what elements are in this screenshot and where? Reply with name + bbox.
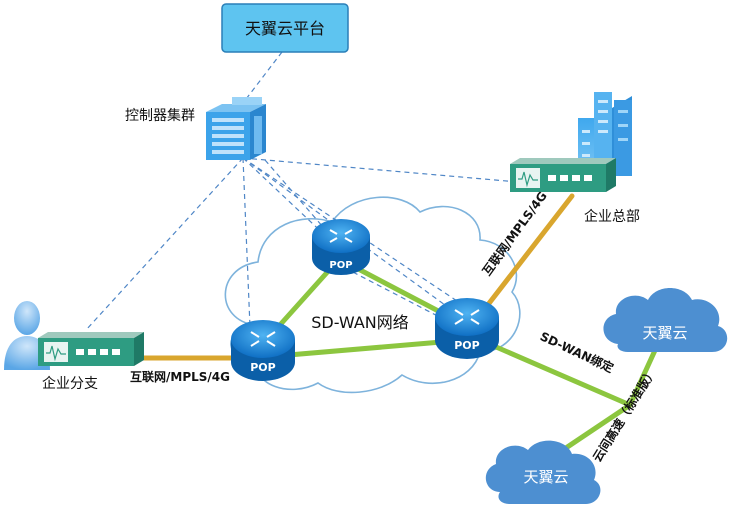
pop-top-router-icon: POP: [312, 219, 370, 275]
platform-label: 天翼云平台: [245, 19, 325, 38]
control-dashed-lines: [85, 51, 519, 331]
platform-box: 天翼云平台: [221, 3, 349, 53]
pop-right-label: POP: [454, 339, 479, 352]
tianyi-cloud-upper-label: 天翼云: [642, 324, 687, 342]
pop-left-label: POP: [250, 361, 275, 374]
server-rack-icon: [206, 97, 266, 160]
pop-right-router-icon: POP: [435, 298, 499, 359]
tianyi-cloud-lower-icon: 天翼云: [485, 440, 601, 504]
hq-label: 企业总部: [584, 208, 640, 225]
sdwan-label: SD-WAN网络: [311, 313, 408, 332]
tianyi-cloud-upper-icon: 天翼云: [603, 288, 728, 352]
cloud-interconnect-label: 云间高速（标准版）: [589, 365, 659, 465]
access-links: [132, 193, 575, 361]
branch-router-device-icon: [38, 332, 144, 366]
pop-top-label: POP: [329, 260, 352, 271]
controller-label: 控制器集群: [125, 107, 195, 124]
branch-link-label: 互联网/MPLS/4G: [130, 370, 230, 384]
branch-label: 企业分支: [42, 375, 98, 392]
pop-left-router-icon: POP: [231, 320, 295, 381]
hq-router-device-icon: [510, 158, 616, 192]
tianyi-cloud-lower-label: 天翼云: [523, 468, 568, 486]
